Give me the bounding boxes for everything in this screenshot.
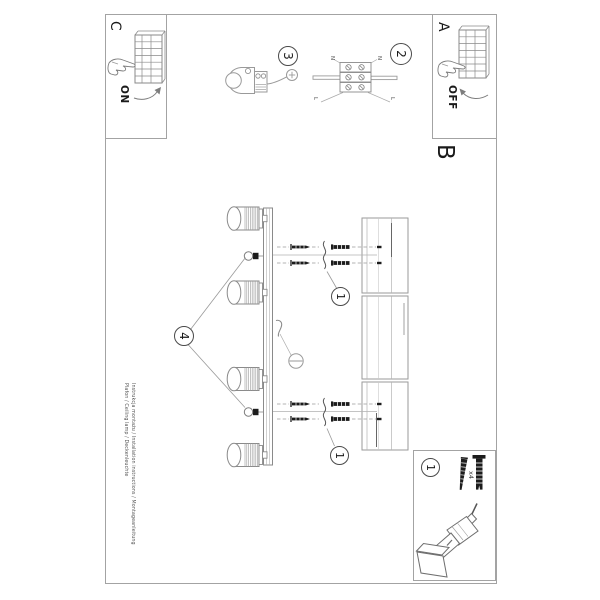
footer-product-line: Plafon / Ceiling lamp / Deckenleuchte [123, 383, 128, 477]
spotlight [226, 280, 268, 305]
light-switch-on-icon [107, 30, 166, 100]
spotlight [226, 442, 268, 468]
arrow-icon [462, 92, 489, 99]
power-off-label: OFF [446, 85, 458, 110]
break-symbol [322, 397, 327, 427]
footer-instructions-line: Instrukcja montażu / Installation instru… [130, 383, 135, 545]
step-c-box [105, 14, 167, 139]
cable-hook [275, 319, 283, 337]
terminal-block-icon [312, 59, 398, 103]
page-border [105, 14, 497, 584]
lamp-rail [263, 207, 273, 466]
adjustment-knob [243, 251, 264, 261]
cable-line [266, 76, 288, 85]
adjustment-knob [243, 407, 264, 417]
parts-box [413, 450, 496, 581]
ceiling-lamp-diagram [187, 206, 409, 468]
screw-quantity-label: x4 [467, 471, 475, 479]
mounting-bracket-icon [225, 67, 298, 94]
step-a-label: A [435, 22, 451, 32]
spotlight [226, 366, 268, 392]
drill-icon [415, 503, 479, 578]
step-c-label: C [107, 21, 123, 31]
screw-head-icon [286, 69, 298, 81]
wall-plug-icon [472, 455, 486, 490]
spotlight [226, 206, 268, 231]
ceiling-panel [361, 217, 409, 451]
callout-4: 4 [174, 326, 194, 346]
power-on-label: ON [118, 85, 130, 104]
callout-1: 1 [330, 446, 349, 465]
wire-live-label: L [312, 97, 318, 101]
screw-icon [459, 456, 468, 490]
wire-live-label: L [389, 97, 395, 101]
arrow-icon [133, 91, 158, 100]
step-a-box [432, 14, 497, 139]
wire-neutral-label: N [376, 56, 382, 61]
parts-box-art [415, 455, 486, 578]
callout-3: 3 [278, 46, 298, 66]
break-symbol [322, 240, 327, 270]
wire-neutral-label: N [329, 56, 335, 61]
screw-head-icon [288, 353, 304, 369]
light-switch-off-icon [437, 25, 490, 99]
step-b-label: B [432, 144, 458, 160]
callout-2: 2 [390, 43, 412, 65]
callout-1: 1 [331, 287, 350, 306]
parts-callout-1: 1 [421, 458, 440, 477]
